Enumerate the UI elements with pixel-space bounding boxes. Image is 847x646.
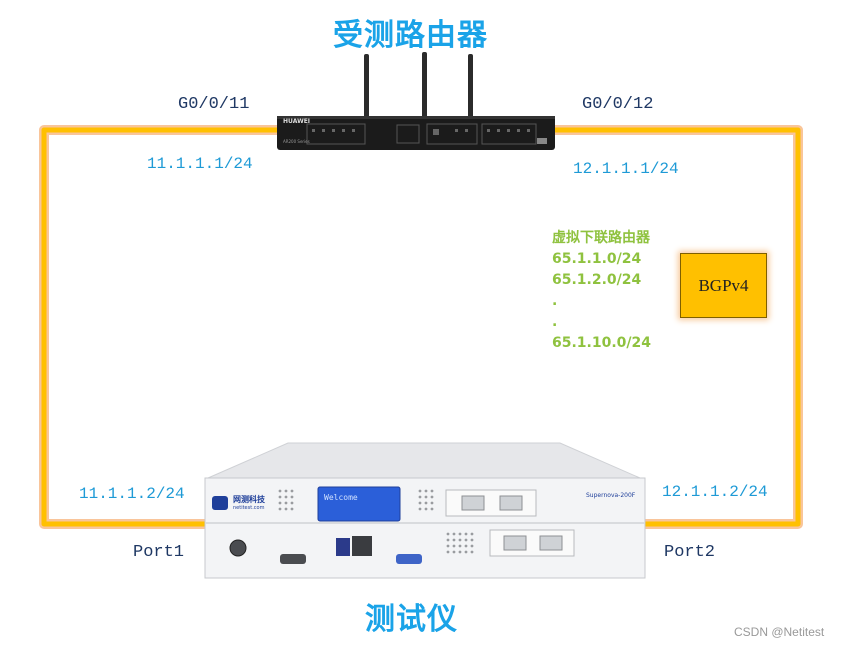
router-brand: HUAWEI [283, 118, 311, 125]
route-item: 65.1.1.0/24 [552, 251, 642, 267]
route-item: . [552, 293, 558, 309]
antenna-icon [422, 52, 427, 120]
watermark: CSDN @Netitest [734, 625, 825, 639]
virtual-routes: 虚拟下联路由器 65.1.1.0/24 65.1.2.0/24 . . 65.1… [552, 228, 651, 354]
router-device [277, 52, 555, 150]
router-title: 受测路由器 [333, 18, 488, 53]
tester-port-right: Port2 [664, 543, 716, 562]
tester-logo-icon [212, 496, 228, 510]
router-port-left: G0/0/11 [178, 95, 250, 114]
tester-ip-right: 12.1.1.2/24 [662, 483, 768, 501]
tester-device [204, 442, 646, 579]
tester-brand: 网测科技 [233, 495, 265, 504]
tester-screen-text: Welcome [324, 493, 358, 502]
route-item: 65.1.2.0/24 [552, 272, 642, 288]
tester-title: 测试仪 [365, 602, 458, 637]
router-ip-left: 11.1.1.1/24 [147, 155, 253, 173]
tester-port-left: Port1 [133, 543, 185, 562]
tester-brand-url: netitest.com [233, 505, 265, 511]
right-link [555, 125, 803, 529]
tester-ip-left: 11.1.1.2/24 [79, 485, 185, 503]
antenna-icon [468, 54, 473, 120]
router-ip-right: 12.1.1.1/24 [573, 160, 679, 178]
antenna-icon [364, 54, 369, 120]
left-link [39, 125, 277, 529]
route-item: . [552, 314, 558, 330]
tester-model: Supernova-200F [586, 492, 636, 499]
router-port-right: G0/0/12 [582, 95, 654, 114]
bgp-box: BGPv4 [680, 253, 767, 318]
router-model: AR200 Series [283, 139, 310, 144]
route-item: 65.1.10.0/24 [552, 335, 651, 351]
power-button-icon [229, 539, 247, 557]
routes-heading: 虚拟下联路由器 [552, 230, 650, 246]
